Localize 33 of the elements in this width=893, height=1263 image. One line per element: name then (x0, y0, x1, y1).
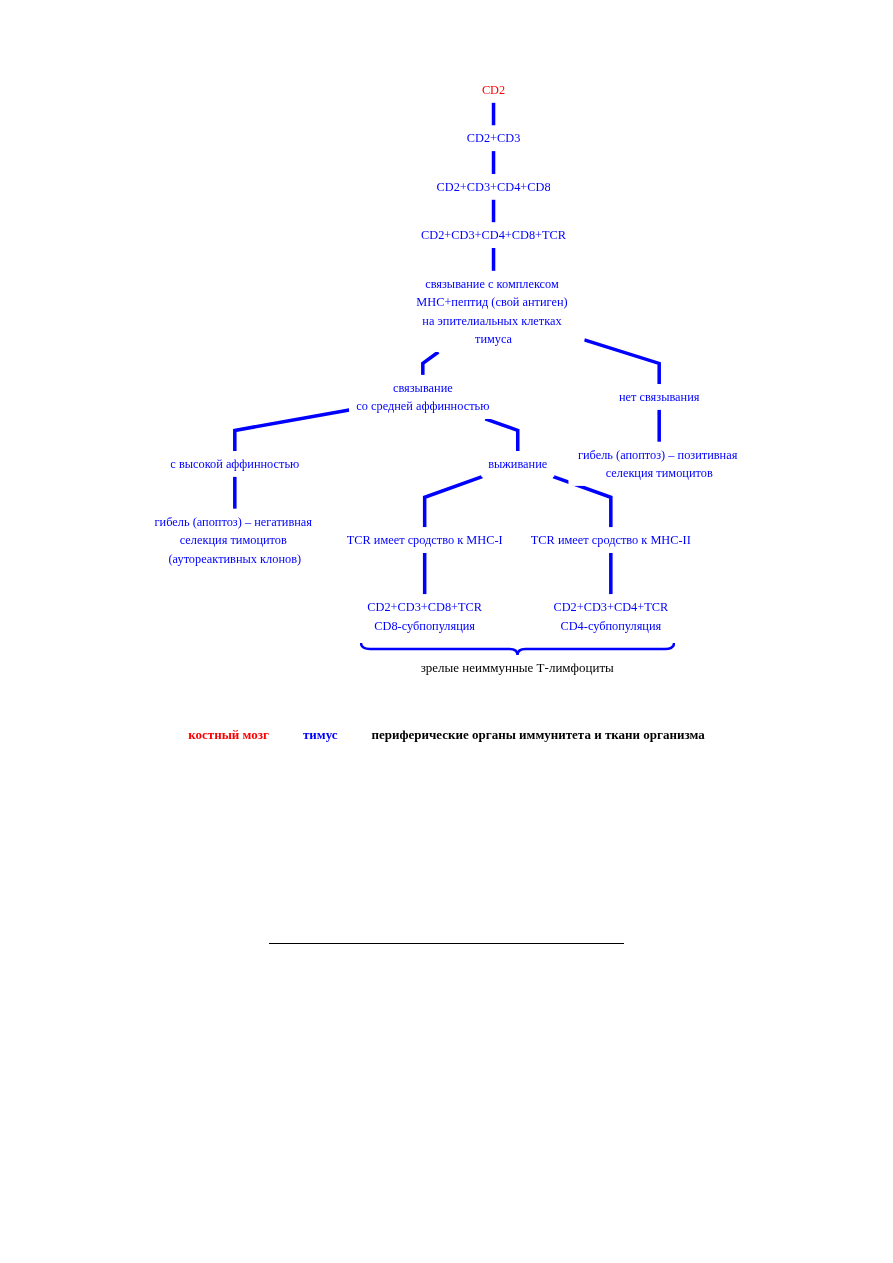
legend-item: костный мозг (188, 727, 269, 744)
node-text: нет связывания (618, 390, 699, 404)
node-text: гибель (апоптоз) – негативная селекция тимоцитов (аутореактивных клонов) (154, 514, 312, 566)
connector (583, 338, 661, 385)
connector (491, 248, 495, 271)
connector (232, 408, 350, 452)
connector (420, 350, 439, 375)
connector (491, 199, 495, 223)
node-text: CD2+CD3 (466, 131, 520, 145)
node-text: выживание (487, 457, 547, 471)
connector (491, 102, 495, 126)
node-text: CD2+CD3+CD4+CD8 (435, 180, 551, 194)
connector (491, 151, 495, 174)
node-text: связывание с комплексом МНС+пептид (свой антиген) на эпителиальных клетках тимуса (415, 277, 568, 346)
legend-item: тимус (302, 727, 338, 744)
connector (422, 552, 426, 595)
connector (608, 552, 613, 595)
connector (422, 475, 483, 528)
node-text: связывание со средней аффинностью (355, 381, 489, 413)
connector (232, 476, 237, 509)
node-text: CD2+CD3+CD4+TCR CD4-субпопуляция (552, 600, 668, 633)
legend-item: периферические органы иммунитета и ткани организма (371, 727, 705, 744)
flowchart: CD2 CD2+CD3 CD2+CD3+CD4+CD8 CD2+CD3+CD4+CD8+TCR связывание с комплексом МНС+пептид (свой антиген) на эпителиальных клетках тимуса связывание со средней аффинностью с высокой аффинностью нет связывания выживание гибель (апоптоз) – негативная селекция тимоцитов (аутореактивных клонов) гибель (апоптоз) – позитивная селекция тимоцитов TCR имеет сродство к MHC-I TCR имеет сродство к MHC-II CD2+CD3+CD8+TCR CD8-субпопуляция CD2+CD3+CD4+TCR CD4-субпопуляция (136, 70, 757, 646)
connector (656, 409, 661, 442)
connector (552, 475, 613, 528)
node-text: CD2+CD3+CD4+CD8+TCR (420, 228, 566, 242)
node-text: CD2+CD3+CD8+TCR CD8-субпопуляция (366, 600, 482, 633)
node-text: с высокой аффинностью (169, 457, 299, 471)
node-text: TCR имеет сродство к MHC-I (346, 533, 503, 547)
node-text: гибель (апоптоз) – позитивная селекция тимоцитов (577, 448, 737, 480)
group-label: зрелые неиммунные Т-лимфоциты (420, 660, 614, 677)
node-text: TCR имеет сродство к MHC-II (530, 533, 691, 547)
node-text: CD2 (481, 83, 505, 97)
